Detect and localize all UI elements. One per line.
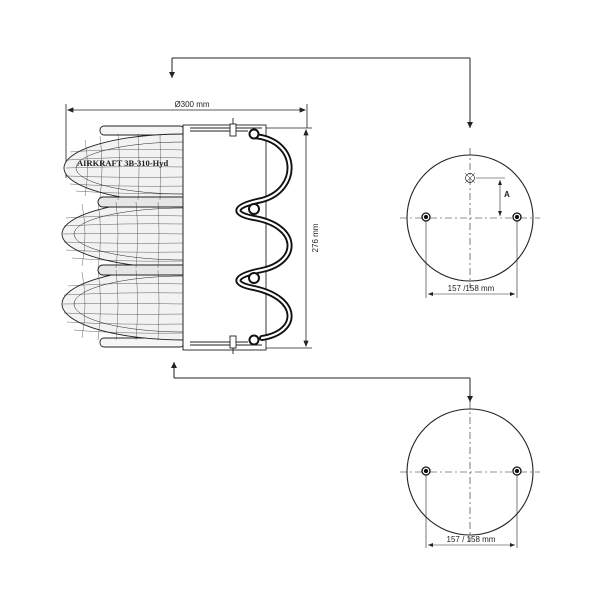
height-label: 276 mm xyxy=(311,223,320,252)
diameter-label: Ø300 mm xyxy=(174,100,209,109)
top-connector-arrow xyxy=(169,57,473,128)
bottom-connector-arrow xyxy=(171,362,473,402)
bottom-plate-bolts xyxy=(421,466,522,476)
bellows-exterior xyxy=(61,125,184,348)
bead-rings xyxy=(248,128,260,346)
rubber-wall-profile xyxy=(235,133,293,341)
top-plate-bolts xyxy=(421,212,522,222)
product-label: AIRKRAFT 3B-310-Hyd xyxy=(77,158,168,168)
top-bolt-spacing-label: 157 /158 mm xyxy=(448,284,495,293)
bottom-bolt-spacing-label: 157 / 158 mm xyxy=(447,535,496,544)
diameter-dimension xyxy=(65,104,308,178)
offset-a-label: A xyxy=(504,190,510,199)
height-dimension xyxy=(265,127,312,349)
top-plate-view xyxy=(400,148,540,298)
bellows-section xyxy=(182,118,267,354)
